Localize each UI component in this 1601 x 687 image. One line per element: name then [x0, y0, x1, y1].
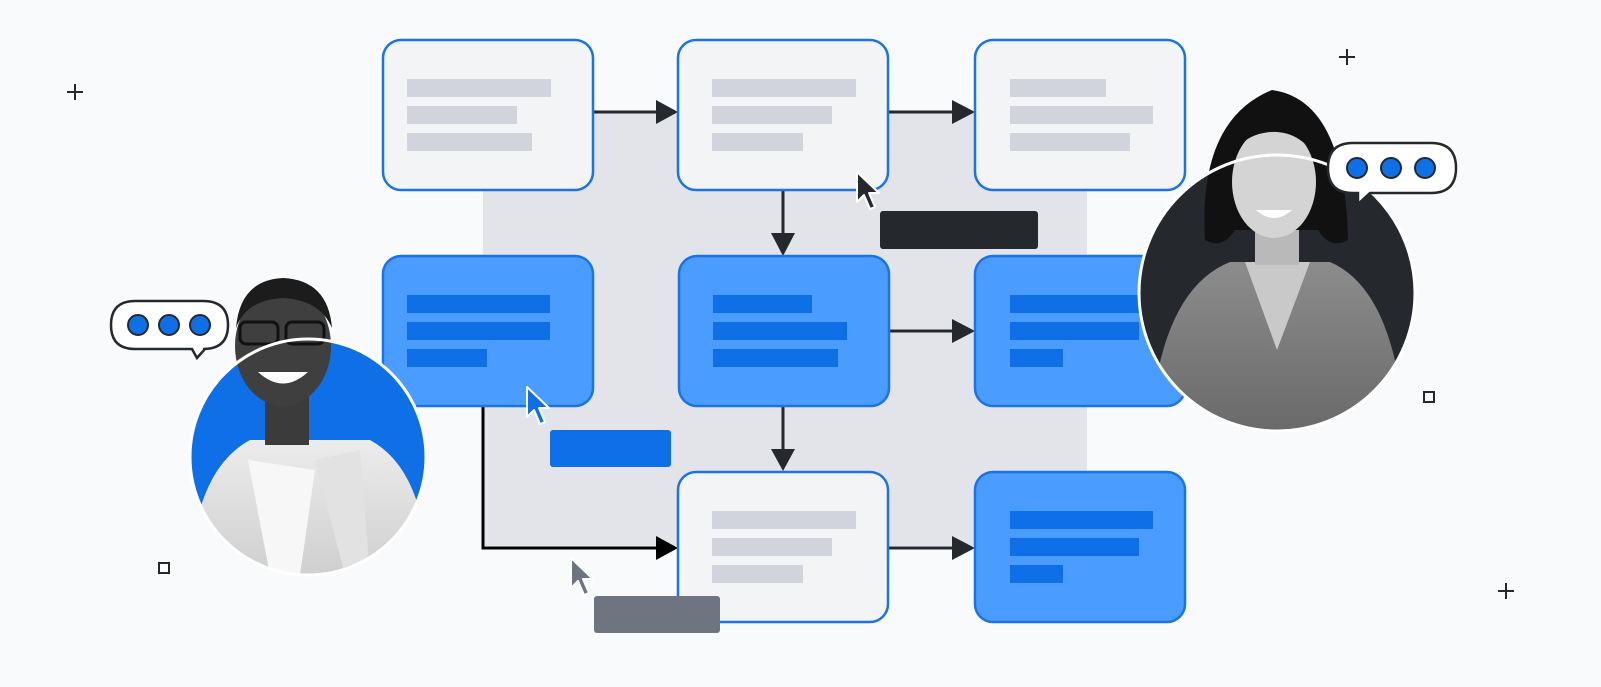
person-photo-icon — [190, 385, 426, 575]
card-placeholder-bar — [712, 511, 856, 529]
card-placeholder-bar — [407, 349, 487, 367]
card-placeholder-bar — [1010, 322, 1139, 340]
cursor-label-gray — [594, 596, 720, 633]
arrowhead-icon — [771, 449, 795, 471]
card-r1c2[interactable] — [676, 38, 890, 192]
card-placeholder-bar — [713, 349, 838, 367]
plus-icon — [1498, 583, 1514, 599]
card-placeholder-bar — [1010, 511, 1153, 529]
cursor-gray-icon — [570, 557, 594, 596]
arrowhead-icon — [656, 100, 678, 124]
connectors — [481, 110, 956, 550]
card-r2c1[interactable] — [381, 254, 595, 408]
typing-dot-icon — [158, 314, 180, 336]
square-icon — [158, 562, 170, 574]
card-placeholder-bar — [1010, 538, 1139, 556]
typing-dot-icon — [1380, 157, 1402, 179]
cursor-dark-icon — [856, 171, 880, 210]
card-placeholder-bar — [712, 565, 803, 583]
card-placeholder-bar — [712, 133, 803, 151]
card-r2c2[interactable] — [677, 254, 891, 408]
card-placeholder-bar — [407, 106, 517, 124]
card-r3c3[interactable] — [973, 470, 1187, 624]
decorations — [67, 49, 1514, 599]
card-placeholder-bar — [712, 538, 832, 556]
card-placeholder-bar — [407, 322, 550, 340]
person-right — [1137, 90, 1417, 433]
card-r1c1[interactable] — [381, 38, 595, 192]
arrowhead-icon — [952, 100, 975, 124]
card-placeholder-bar — [1010, 565, 1063, 583]
typing-dot-icon — [1346, 157, 1368, 179]
card-placeholder-bar — [1010, 295, 1153, 313]
arrowhead-icon — [952, 319, 975, 343]
card-r2c3[interactable] — [973, 254, 1187, 408]
card-placeholder-bar — [1010, 79, 1106, 97]
cursor-label-blue — [550, 430, 671, 467]
typing-dot-icon — [189, 314, 211, 336]
typing-dot-icon — [1414, 157, 1436, 179]
arrowhead-icon — [656, 536, 678, 560]
card-r1c3[interactable] — [973, 38, 1187, 192]
plus-icon — [67, 84, 83, 100]
card-placeholder-bar — [1010, 349, 1063, 367]
card-placeholder-bar — [407, 133, 532, 151]
card-placeholder-bar — [1010, 133, 1130, 151]
square-icon — [1423, 391, 1435, 403]
speech-bubble-right — [1326, 141, 1458, 207]
card-placeholder-bar — [407, 79, 551, 97]
card-r3c2[interactable] — [676, 470, 890, 624]
card-placeholder-bar — [407, 295, 550, 313]
card-placeholder-bar — [712, 79, 856, 97]
cursor-blue-icon — [526, 386, 550, 425]
connector-r2c1-r3c2 — [481, 406, 660, 550]
card-placeholder-bar — [713, 322, 847, 340]
speech-bubble-left — [109, 299, 230, 361]
card-placeholder-bar — [1010, 106, 1153, 124]
card-placeholder-bar — [713, 295, 812, 313]
cursor-label-dark — [880, 211, 1038, 249]
card-placeholder-bar — [712, 106, 832, 124]
plus-icon — [1339, 49, 1355, 65]
arrowhead-icon — [952, 536, 975, 560]
arrowhead-icon — [771, 233, 795, 256]
arrowheads — [656, 100, 975, 560]
person-left — [188, 278, 428, 577]
typing-dot-icon — [127, 314, 149, 336]
